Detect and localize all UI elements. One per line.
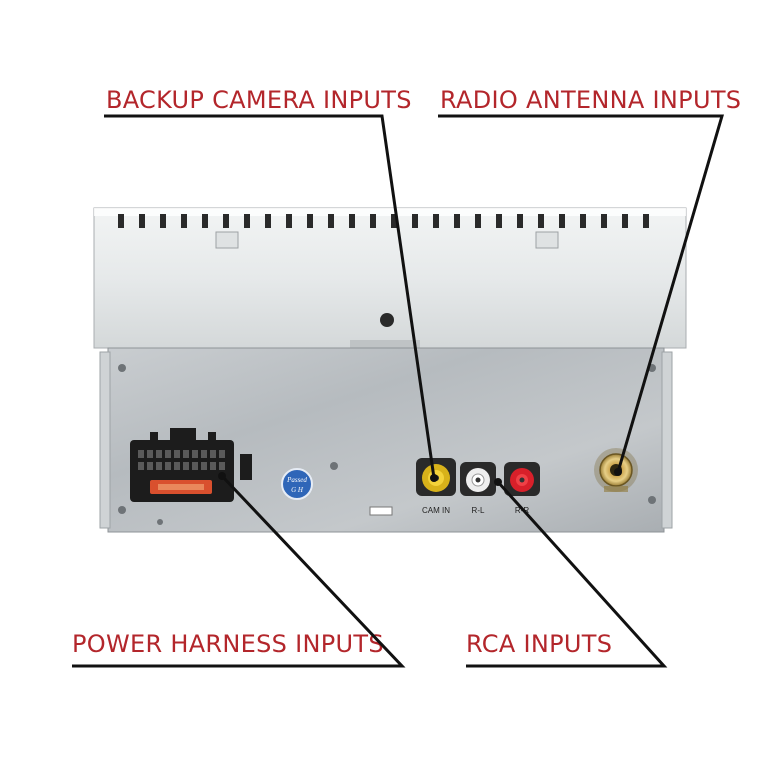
- small-slot: [369, 506, 393, 516]
- harness-pin: [183, 450, 189, 458]
- radio-antenna-label: RADIO ANTENNA INPUTS: [440, 86, 742, 114]
- cam-in-label: CAM IN: [422, 506, 450, 515]
- harness-pin: [201, 462, 207, 470]
- rca-label: RCA INPUTS: [466, 630, 613, 658]
- harness-pin: [219, 462, 225, 470]
- harness-pin: [183, 462, 189, 470]
- vent-slot: [538, 214, 544, 228]
- harness-pin: [147, 462, 153, 470]
- rca-right-jack[interactable]: R-R: [504, 462, 540, 515]
- badge-line1: Passed: [286, 476, 307, 484]
- harness-pin: [156, 462, 162, 470]
- vent-slot: [139, 214, 145, 228]
- harness-pin: [165, 450, 171, 458]
- power-harness-leader: [72, 474, 406, 668]
- harness-pin: [165, 462, 171, 470]
- vent-slot: [160, 214, 166, 228]
- harness-pin: [192, 462, 198, 470]
- harness-pins: [138, 450, 225, 470]
- passed-badge: Passed G H: [281, 468, 313, 500]
- vent-slot: [517, 214, 523, 228]
- vent-slot: [370, 214, 376, 228]
- leader-lines: [72, 114, 725, 668]
- harness-pin: [138, 450, 144, 458]
- vent-slot: [349, 214, 355, 228]
- vent-slot: [118, 214, 124, 228]
- vent-slot: [454, 214, 460, 228]
- vent-slot: [496, 214, 502, 228]
- vent-slot: [643, 214, 649, 228]
- backup-camera-leader: [104, 114, 436, 479]
- vent-slot: [580, 214, 586, 228]
- vent-slot: [601, 214, 607, 228]
- harness-pin: [156, 450, 162, 458]
- harness-pin: [147, 450, 153, 458]
- vent-slot: [412, 214, 418, 228]
- vent-slot: [244, 214, 250, 228]
- harness-pin: [210, 450, 216, 458]
- vent-slot: [202, 214, 208, 228]
- screw-hole: [380, 313, 394, 327]
- rca-left-label: R-L: [472, 506, 485, 515]
- leader-dots: [218, 468, 622, 486]
- vent-slot: [328, 214, 334, 228]
- harness-pin: [138, 462, 144, 470]
- vent-slot: [475, 214, 481, 228]
- vent-slot: [622, 214, 628, 228]
- vent-slot: [433, 214, 439, 228]
- harness-pin: [174, 450, 180, 458]
- rca-left-jack[interactable]: R-L: [460, 462, 496, 515]
- backup-camera-label: BACKUP CAMERA INPUTS: [106, 86, 412, 114]
- vent-slot: [391, 214, 397, 228]
- vent-slot: [286, 214, 292, 228]
- vent-slot: [181, 214, 187, 228]
- rca-leader: [466, 480, 668, 668]
- top-cover: [93, 207, 687, 349]
- vent-slot: [559, 214, 565, 228]
- harness-pin: [201, 450, 207, 458]
- vent-slots: [118, 214, 649, 228]
- power-harness-connector[interactable]: [130, 428, 252, 502]
- radio-antenna-leader: [438, 114, 725, 473]
- harness-pin: [219, 450, 225, 458]
- badge-line2: G H: [291, 486, 304, 494]
- vent-slot: [265, 214, 271, 228]
- vent-slot: [223, 214, 229, 228]
- harness-pin: [192, 450, 198, 458]
- harness-pin: [174, 462, 180, 470]
- power-harness-label: POWER HARNESS INPUTS: [72, 630, 384, 658]
- vent-slot: [307, 214, 313, 228]
- harness-pin: [210, 462, 216, 470]
